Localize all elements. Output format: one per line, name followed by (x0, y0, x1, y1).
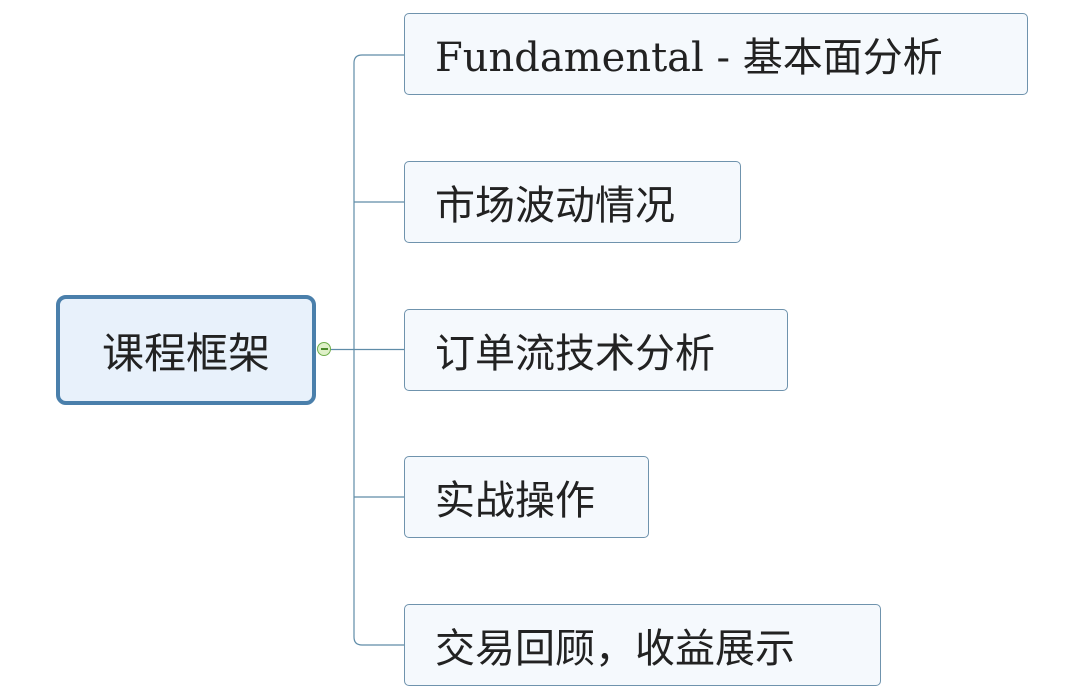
root-topic-label: 课程框架 (101, 328, 270, 378)
subtopic-label: 市场波动情况 (435, 183, 675, 229)
subtopic-live-trading[interactable]: 实战操作 (404, 456, 649, 538)
subtopic-label: 实战操作 (435, 478, 595, 524)
subtopic-trade-review[interactable]: 交易回顾，收益展示 (404, 604, 881, 686)
subtopic-label: 订单流技术分析 (435, 331, 715, 377)
subtopic-market-volatility[interactable]: 市场波动情况 (404, 161, 741, 243)
connector-trunk (353, 54, 404, 646)
subtopic-label: 交易回顾，收益展示 (435, 626, 795, 672)
subtopic-order-flow[interactable]: 订单流技术分析 (404, 309, 788, 391)
root-topic[interactable]: 课程框架 (56, 295, 316, 405)
subtopic-fundamental[interactable]: Fundamental - 基本面分析 (404, 13, 1028, 95)
collapse-toggle-icon[interactable] (317, 342, 331, 356)
subtopic-label: Fundamental - 基本面分析 (435, 35, 943, 81)
